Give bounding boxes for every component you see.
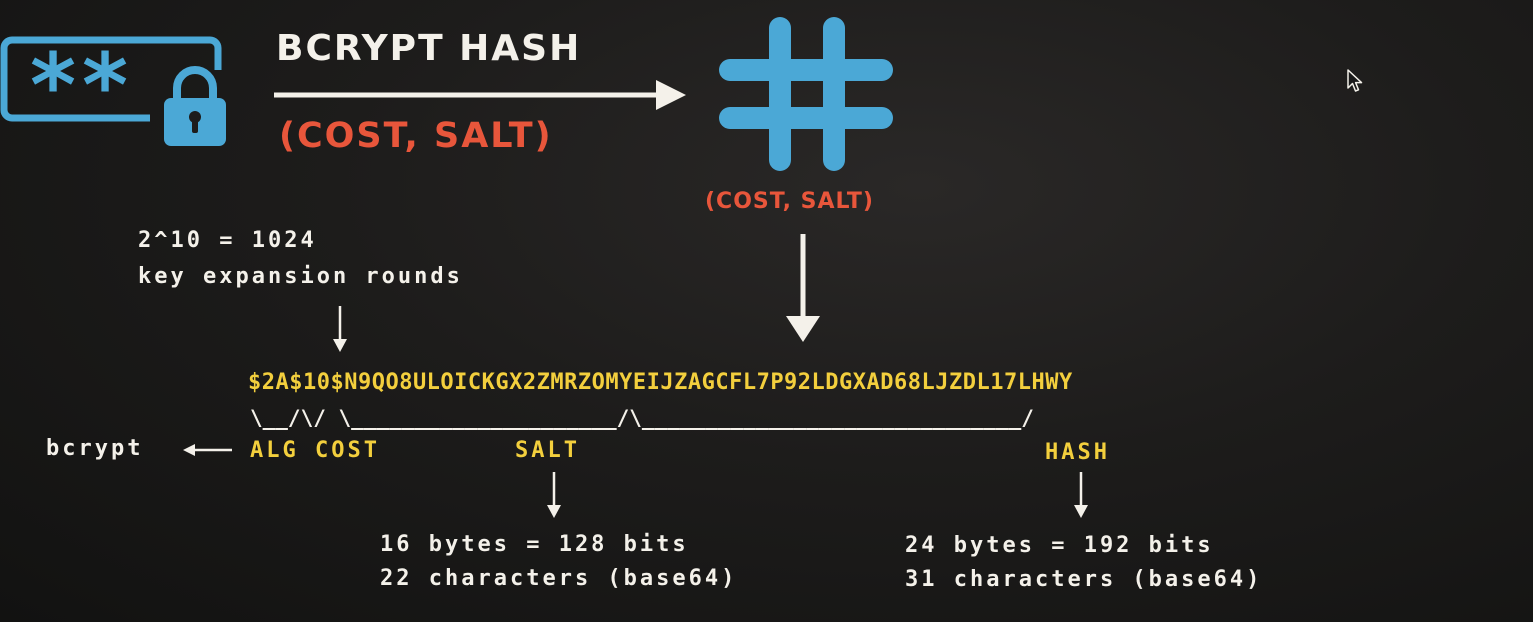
right-arrow-icon bbox=[274, 80, 686, 110]
cost-down-arrow-icon bbox=[333, 306, 347, 352]
down-arrow-icon bbox=[786, 234, 820, 342]
password-masked-text: ** bbox=[30, 34, 134, 137]
salt-label: SALT bbox=[515, 438, 580, 463]
hash-down-arrow-icon bbox=[1074, 472, 1088, 518]
salt-chars-info: 22 characters (base64) bbox=[380, 566, 738, 591]
salt-bytes-info: 16 bytes = 128 bits bbox=[380, 532, 689, 557]
segment-brackets: \__/\/ \_____________________/\_________… bbox=[250, 406, 1034, 430]
hash-bytes-info: 24 bytes = 192 bits bbox=[905, 533, 1214, 558]
padlock-icon bbox=[164, 66, 226, 146]
hash-cost-salt-params: (COST, SALT) bbox=[705, 189, 874, 214]
salt-down-arrow-icon bbox=[547, 472, 561, 518]
mouse-cursor-icon bbox=[1347, 69, 1363, 92]
hash-label: HASH bbox=[1045, 440, 1110, 465]
alg-cost-label: ALG COST bbox=[250, 438, 380, 463]
bcrypt-hash-string: $2A$10$N9QO8ULOICKGX2ZMRZOMYEIJZAGCFL7P9… bbox=[248, 370, 1073, 395]
hash-icon bbox=[719, 17, 893, 171]
hash-chars-info: 31 characters (base64) bbox=[905, 567, 1263, 592]
cost-description: key expansion rounds bbox=[138, 264, 463, 289]
bcrypt-label: bcrypt bbox=[46, 436, 144, 461]
cost-salt-params: (COST, SALT) bbox=[279, 116, 553, 156]
password-field-icon: ** bbox=[0, 34, 222, 137]
left-arrow-icon bbox=[183, 444, 232, 456]
diagram-title: BCRYPT HASH bbox=[276, 28, 582, 69]
cost-formula: 2^10 = 1024 bbox=[138, 228, 317, 253]
